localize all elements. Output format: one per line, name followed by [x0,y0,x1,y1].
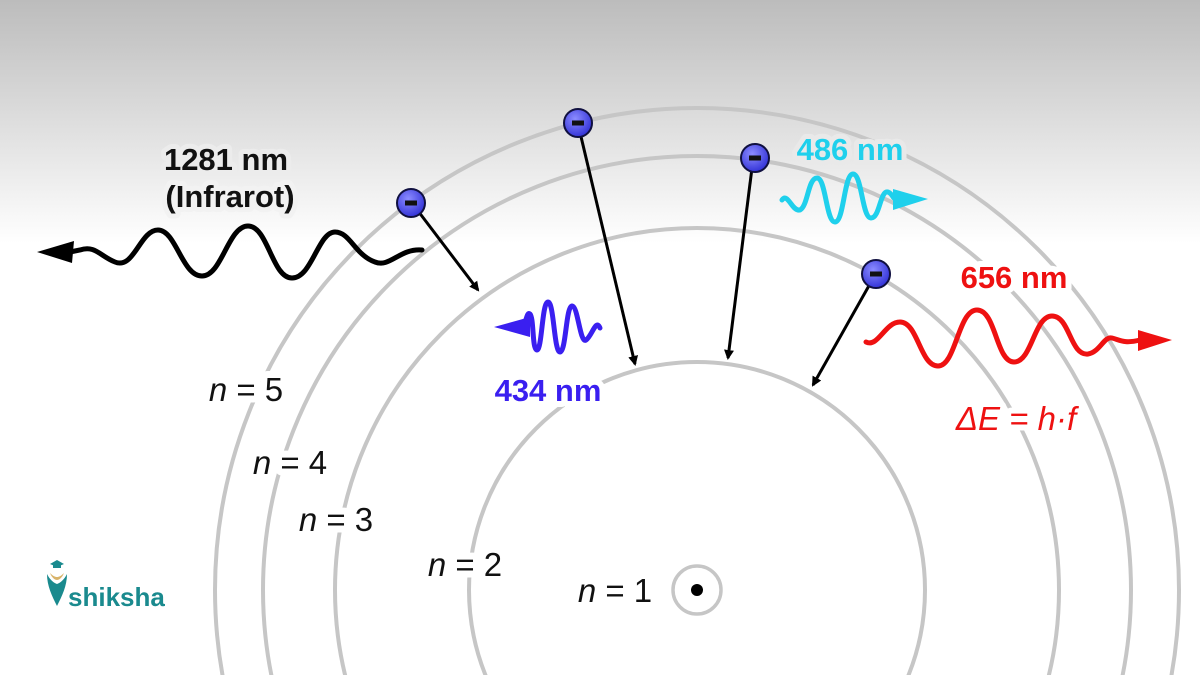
label-486nm: 486 nm [797,132,904,167]
electron-icon [563,108,593,138]
orbit-n2 [467,360,927,675]
orbit-n3 [333,226,1061,675]
orbit-n4 [261,154,1133,675]
graduation-cap-pen-icon [47,560,67,606]
electron-icon [861,259,891,289]
arrow-4-to-2 [724,159,755,360]
logo-text: shiksha [68,582,165,612]
electron-icon [396,188,426,218]
label-656nm: 656 nm [961,260,1068,295]
photon-infrared [37,223,425,281]
orbit-label-n1: n = 1 [578,572,652,609]
label-1281nm: 1281 nm [164,142,288,177]
photon-486nm [779,171,928,225]
arrow-5-to-3 [410,202,480,292]
photon-656nm [863,307,1172,369]
formula-energy: ΔE = h·f [955,400,1080,437]
photon-434nm [494,299,603,355]
electrons [396,108,891,289]
orbits [213,106,1181,675]
arrow-5-to-2 [576,123,639,366]
orbit-label-n5: n = 5 [209,371,283,408]
shiksha-logo: shiksha [47,560,165,612]
transition-arrows [410,123,877,387]
orbit-label-n3: n = 3 [299,501,373,538]
label-infrarot: (Infrarot) [165,179,294,214]
orbit-label-n2: n = 2 [428,546,502,583]
orbit-label-n4: n = 4 [253,444,327,481]
orbit-n1 [671,564,723,616]
nucleus-icon [691,584,703,596]
electron-icon [740,143,770,173]
orbit-n5 [213,106,1181,675]
arrow-3-to-2 [811,274,877,387]
label-434nm: 434 nm [495,373,602,408]
